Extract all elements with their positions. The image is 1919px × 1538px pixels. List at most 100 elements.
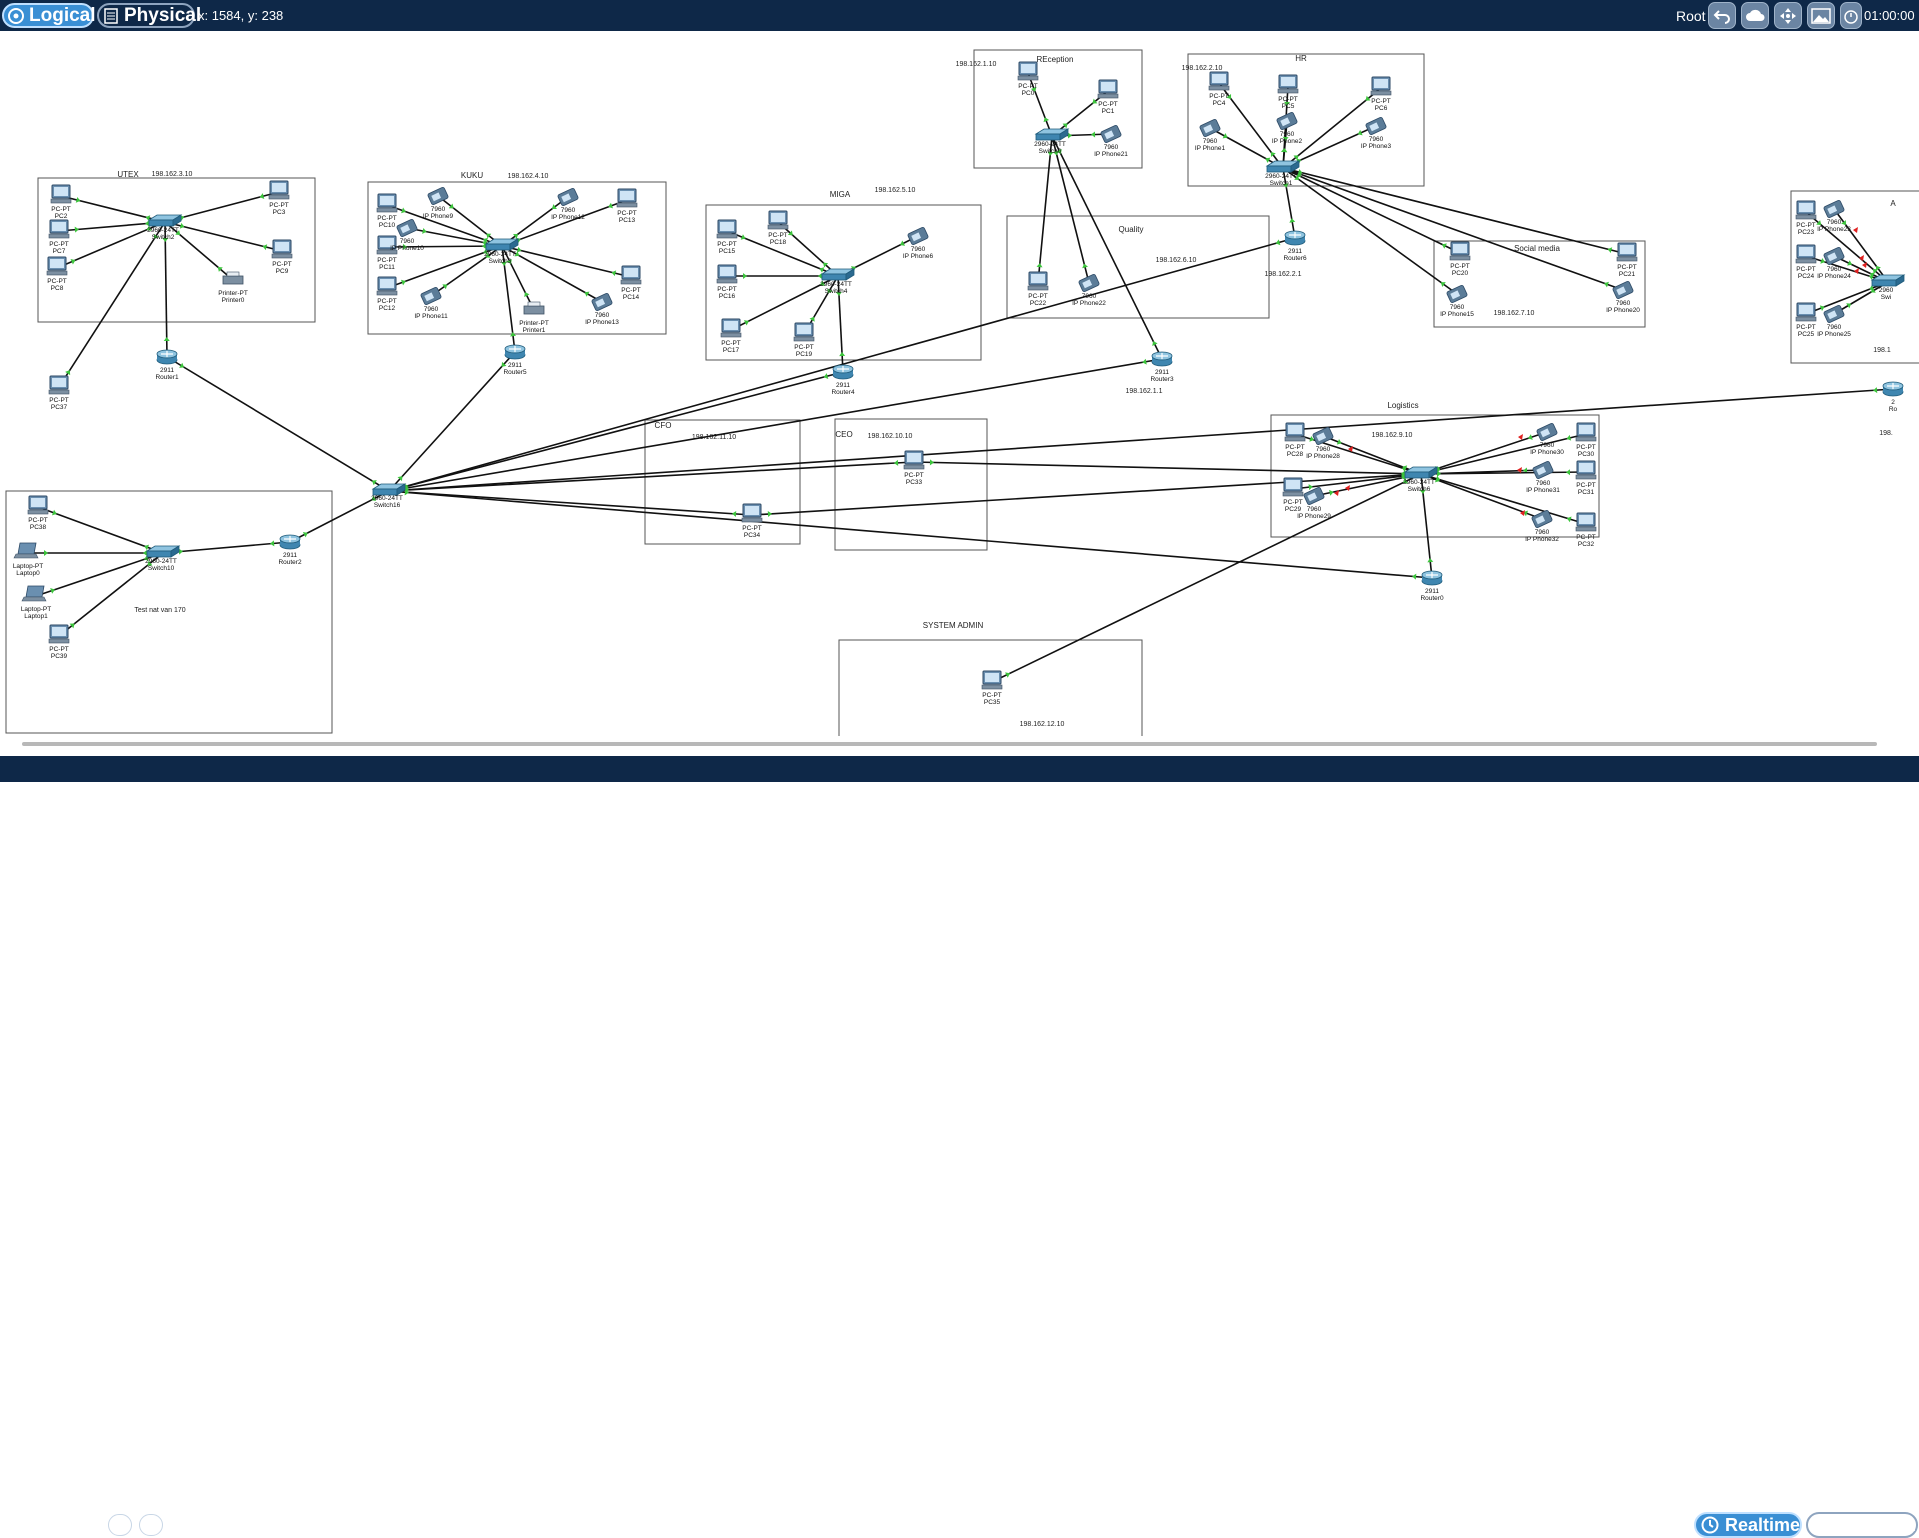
cable-link[interactable] [501, 196, 569, 247]
cable-link[interactable] [388, 489, 753, 517]
cable-link[interactable] [58, 221, 166, 388]
cable-link[interactable] [37, 506, 164, 554]
simulation-mode-button[interactable]: Simulation [1806, 1512, 1918, 1538]
cloud-button[interactable] [1741, 2, 1769, 29]
router-routerr[interactable]: 2Ro [1882, 381, 1904, 413]
image-button[interactable] [1807, 2, 1835, 29]
cable-link[interactable] [164, 191, 280, 223]
back-button[interactable] [1708, 2, 1736, 29]
cable-link[interactable] [1218, 82, 1284, 169]
power-cycle-button[interactable] [108, 1514, 132, 1536]
cable-link[interactable] [500, 245, 517, 353]
scrollbar-thumb[interactable] [22, 742, 1877, 746]
move-button[interactable] [1774, 2, 1802, 29]
cable-link[interactable] [58, 552, 164, 637]
cable-link[interactable] [1805, 281, 1889, 315]
cable-link[interactable] [1281, 120, 1289, 169]
cable-link[interactable] [388, 371, 844, 492]
cable-link[interactable] [501, 245, 535, 311]
cable-link[interactable] [35, 552, 164, 597]
cable-link[interactable] [386, 204, 503, 247]
cable-link[interactable] [1833, 281, 1889, 315]
cable-link[interactable] [1051, 135, 1090, 284]
cable-link[interactable] [162, 540, 291, 555]
cable-link[interactable] [1282, 167, 1296, 239]
cable-link[interactable] [388, 459, 915, 494]
cable-link[interactable] [1805, 211, 1889, 283]
cable-link[interactable] [388, 358, 1163, 492]
cable-link[interactable] [727, 273, 838, 279]
cable-link[interactable] [164, 221, 234, 281]
cable-link[interactable] [1419, 473, 1434, 579]
cable-link[interactable] [1420, 469, 1587, 477]
cable-link[interactable] [388, 387, 1894, 493]
cable-link[interactable] [1282, 167, 1458, 295]
cable-link[interactable] [430, 245, 503, 297]
cable-link[interactable] [1282, 167, 1461, 254]
cable-link[interactable] [166, 356, 390, 492]
cable-link[interactable] [730, 275, 839, 331]
cable-link[interactable] [28, 550, 163, 556]
